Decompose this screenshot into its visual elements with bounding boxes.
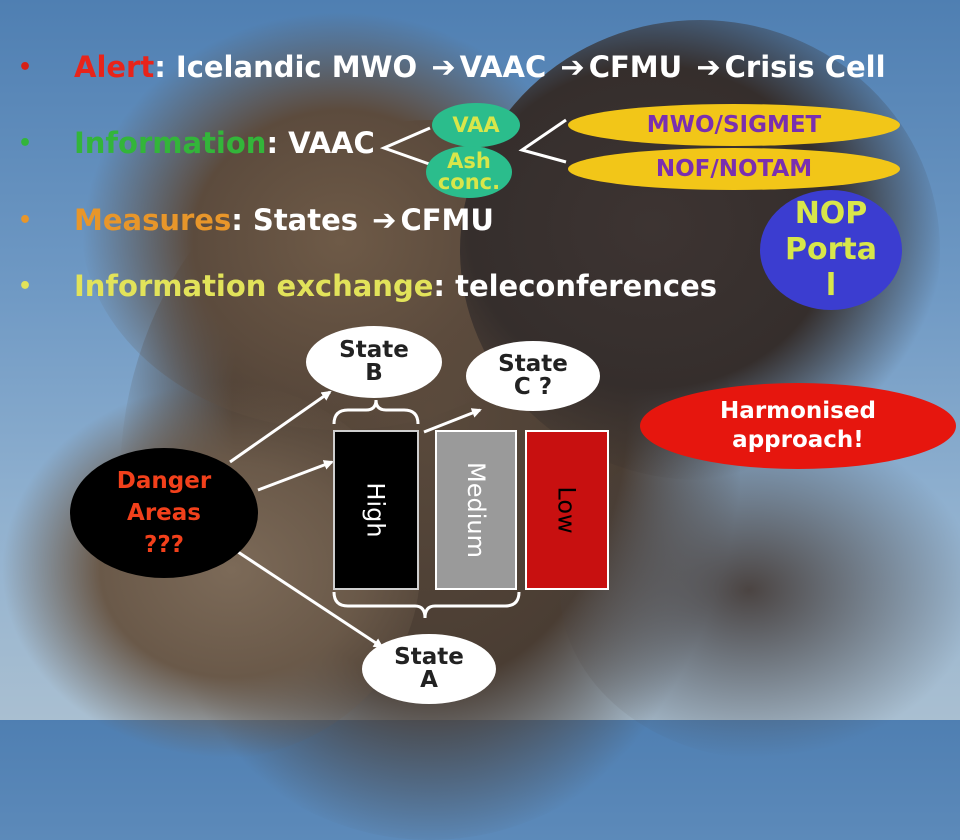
mwo-label: MWO/SIGMET bbox=[646, 111, 822, 138]
bullet-dot: • bbox=[18, 55, 33, 80]
alert-key: Alert bbox=[74, 50, 155, 84]
bullet-measures: • Measures: States ➔CFMU bbox=[18, 203, 494, 237]
state-a-line1: State bbox=[394, 644, 464, 670]
exchange-key: Information exchange bbox=[74, 269, 434, 303]
information-key: Information bbox=[74, 126, 267, 160]
danger-line1: Danger bbox=[116, 467, 212, 494]
bullet-information-exchange: • Information exchange: teleconferences bbox=[18, 269, 717, 303]
ash-label-line1: Ash bbox=[447, 149, 491, 173]
alert-step-cfmu: CFMU bbox=[588, 50, 683, 84]
bullet-information: • Information: VAAC bbox=[18, 126, 375, 160]
state-c-line1: State bbox=[498, 351, 568, 377]
split-lines-products bbox=[518, 118, 567, 164]
state-a-line2: A bbox=[420, 667, 438, 693]
nof-notam-oval: NOF/NOTAM bbox=[568, 148, 900, 190]
level-medium-label: Medium bbox=[462, 462, 490, 558]
arrow-to-state-c bbox=[423, 408, 482, 434]
arrow-danger-to-state-b bbox=[229, 390, 332, 464]
arrow-icon: ➔ bbox=[696, 50, 721, 84]
arrow-icon: ➔ bbox=[560, 50, 585, 84]
measures-key: Measures bbox=[74, 203, 232, 237]
bullet-dot: • bbox=[18, 208, 33, 233]
measures-text: : States bbox=[231, 203, 359, 237]
alert-step-crisis-cell: Crisis Cell bbox=[724, 50, 886, 84]
brace-top bbox=[332, 399, 420, 425]
alert-text: : Icelandic MWO bbox=[154, 50, 418, 84]
measures-step-cfmu: CFMU bbox=[400, 203, 494, 237]
split-lines-vaac bbox=[379, 126, 433, 167]
arrow-icon: ➔ bbox=[431, 50, 456, 84]
arrow-danger-to-high bbox=[257, 460, 334, 492]
level-high-label: High bbox=[361, 482, 390, 538]
level-high-bar: High bbox=[333, 430, 419, 590]
connector-lines bbox=[229, 118, 567, 649]
brace-bottom bbox=[332, 591, 521, 619]
danger-line3: ??? bbox=[143, 532, 185, 559]
nop-line2: Porta bbox=[785, 232, 877, 267]
level-low-bar: Low bbox=[525, 430, 609, 590]
ash-label-line2: conc. bbox=[437, 170, 501, 194]
harmonised-line1: Harmonised bbox=[720, 398, 876, 425]
level-low-label: Low bbox=[552, 486, 581, 534]
state-b-line2: B bbox=[365, 360, 383, 386]
nof-label: NOF/NOTAM bbox=[655, 155, 813, 182]
ash-plume-background bbox=[560, 420, 960, 760]
state-c-line2: C ? bbox=[513, 374, 553, 400]
bullet-dot: • bbox=[18, 274, 33, 299]
state-b-line1: State bbox=[339, 337, 409, 363]
harmonised-line2: approach! bbox=[732, 427, 864, 453]
level-medium-bar: Medium bbox=[435, 430, 517, 590]
nop-line1: NOP bbox=[794, 196, 868, 231]
vaa-label: VAA bbox=[452, 112, 500, 137]
danger-line2: Areas bbox=[127, 499, 201, 526]
nop-line3: l bbox=[825, 268, 837, 303]
information-text: : VAAC bbox=[266, 126, 375, 160]
arrow-icon: ➔ bbox=[372, 203, 397, 237]
vaa-oval: VAA bbox=[432, 103, 520, 147]
bullet-alert: •Alert: Icelandic MWO ➔VAAC ➔CFMU ➔Crisi… bbox=[18, 50, 886, 84]
mwo-sigmet-oval: MWO/SIGMET bbox=[568, 104, 900, 146]
arrow-danger-to-state-a bbox=[237, 550, 384, 649]
exchange-text: : teleconferences bbox=[433, 269, 718, 303]
alert-step-vaac: VAAC bbox=[459, 50, 547, 84]
bullet-dot: • bbox=[18, 131, 33, 156]
